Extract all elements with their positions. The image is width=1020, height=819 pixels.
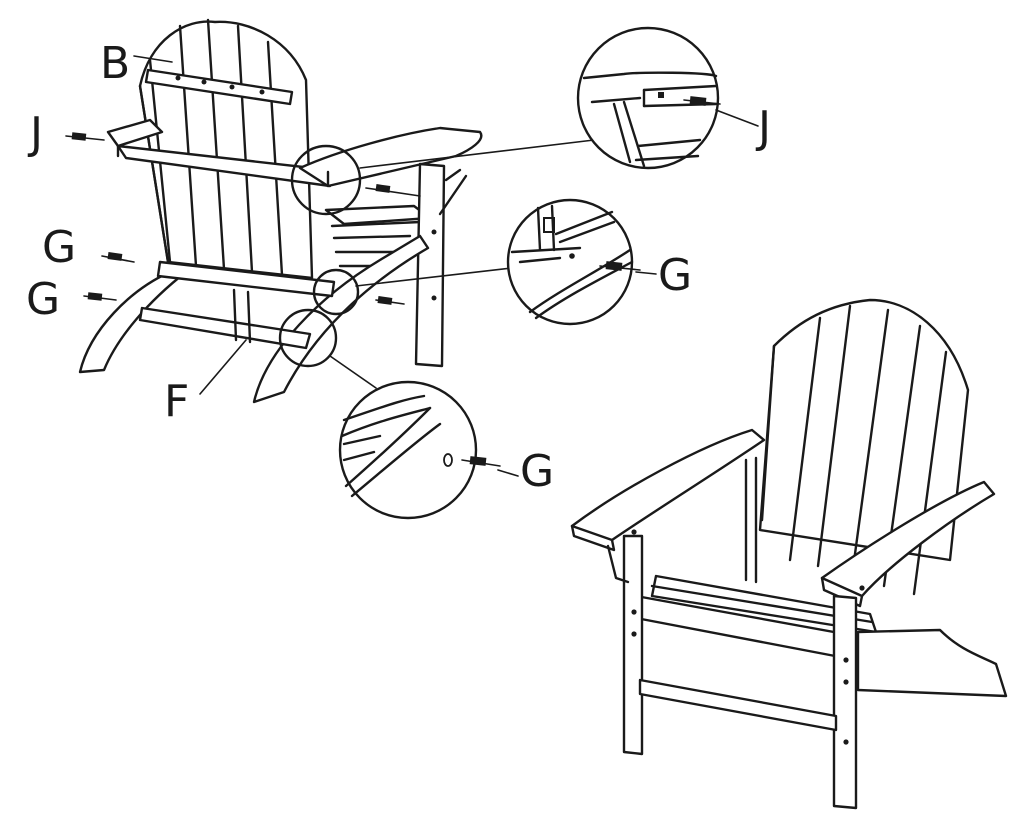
detail-j <box>576 26 759 170</box>
callout-leader-arm <box>359 139 595 169</box>
backrest <box>138 18 314 280</box>
callout-leader-seat <box>355 267 513 287</box>
screw-g-upper <box>101 252 135 263</box>
callout-circle-seat <box>312 268 360 316</box>
leader-b <box>133 55 173 63</box>
armrest-right <box>298 126 483 188</box>
screw-j-detail <box>683 96 721 106</box>
back-brace-b <box>144 68 294 106</box>
callout-circle-arm <box>290 144 362 216</box>
side-stringer-right <box>252 234 430 404</box>
chair-rear-view <box>65 18 595 404</box>
stretcher-f <box>138 306 312 350</box>
screw-armrest <box>365 184 421 197</box>
front-side-stringer-right <box>856 628 1008 698</box>
front-stretcher <box>638 678 838 732</box>
callout-circle-stringer <box>278 308 338 368</box>
leader-f <box>199 339 247 395</box>
screw-seat <box>375 296 405 305</box>
front-rear-leg <box>744 456 758 584</box>
chair-front-view <box>570 298 1008 810</box>
front-leg-right <box>414 162 446 368</box>
label-g-detail-lower: G <box>520 446 554 497</box>
front-leg-right <box>832 594 858 810</box>
screw-g-lower <box>83 292 117 301</box>
rear-leg <box>232 288 252 344</box>
label-b: B <box>100 38 130 89</box>
front-leg-left <box>622 534 644 756</box>
rear-cross-brace <box>156 260 336 298</box>
arm-bracket <box>438 168 468 216</box>
label-g-upper: G <box>42 222 76 273</box>
detail-g-lower <box>338 380 519 520</box>
callout-leader-stringer <box>329 355 377 389</box>
label-f: F <box>164 376 189 427</box>
leader-g-detail-upper <box>635 271 657 275</box>
detail-g-upper <box>506 198 657 326</box>
label-g-detail-upper: G <box>658 250 692 301</box>
label-g-lower: G <box>26 274 60 325</box>
screw-j-left <box>65 132 105 141</box>
front-backrest <box>758 298 970 596</box>
screw-g-detail-lower <box>461 456 501 467</box>
label-j-detail: J <box>755 102 771 153</box>
label-j-left: J <box>27 108 43 159</box>
leader-j-detail <box>715 109 759 127</box>
leader-g-detail-lower <box>497 469 519 477</box>
screw-g-detail-upper <box>599 261 641 271</box>
front-armrest-left <box>570 428 766 552</box>
